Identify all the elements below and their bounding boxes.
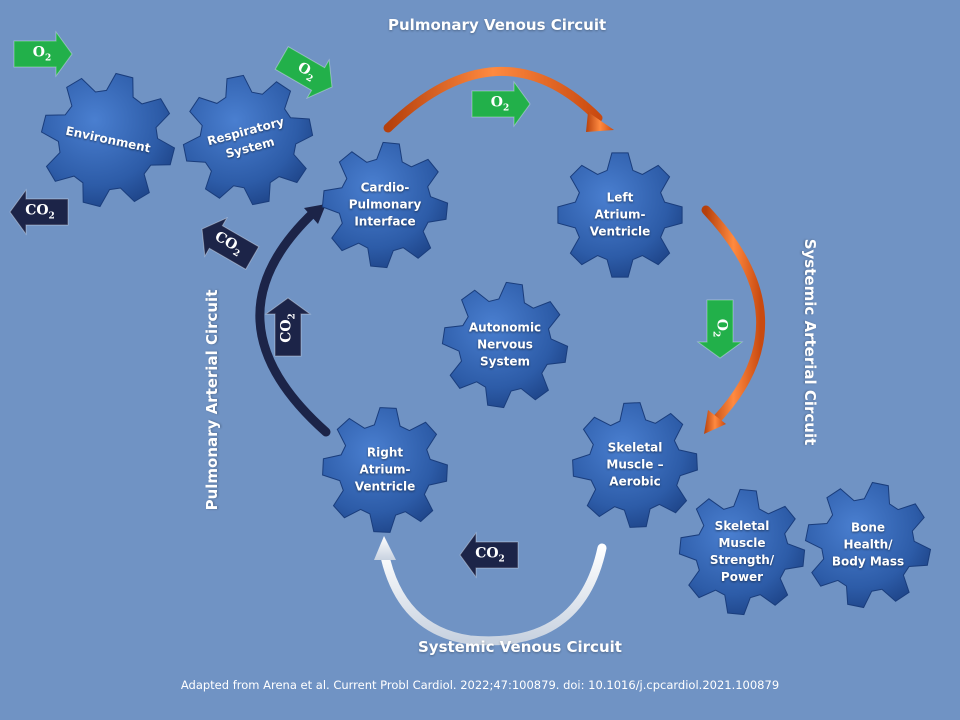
autonomic-nervous-system-gear (441, 281, 569, 409)
co2-label: CO2 (475, 545, 505, 565)
citation-footer: Adapted from Arena et al. Current Probl … (180, 678, 780, 692)
cardio-pulmonary-interface-gear (321, 141, 449, 269)
o2-label: O2 (490, 94, 510, 114)
co2-label: CO2 (25, 202, 55, 222)
o2-arrow (696, 299, 744, 359)
o2-arrow (471, 80, 531, 128)
pulmonary-arterial-circuit-label: Pulmonary Arterial Circuit (203, 289, 221, 511)
systemic-arterial-circuit-label: Systemic Arterial Circuit (801, 238, 819, 446)
systemic-venous-circuit-label: Systemic Venous Circuit (418, 638, 622, 656)
pulmonary-venous-arc-arrowhead (586, 112, 614, 132)
pulmonary-venous-arc (383, 66, 603, 133)
systemic-venous-arc-arrowhead (374, 536, 396, 560)
co2-arrow (459, 531, 519, 579)
respiratory-system-gear (182, 74, 314, 206)
pulmonary-arterial-arc-arrowhead (304, 204, 326, 224)
bone-health-gear (804, 481, 932, 609)
right-atrium-ventricle-gear (322, 407, 448, 533)
cardio-pulmonary-interface-label: Cardio- Pulmonary Interface (348, 180, 422, 229)
left-atrium-ventricle-label: Left Atrium- Ventricle (589, 190, 651, 239)
co2-arrow (9, 188, 69, 236)
systemic-arterial-arc-arrowhead (704, 410, 726, 434)
bone-health-label: Bone Health/ Body Mass (831, 520, 905, 569)
skeletal-muscle-strength-gear (678, 488, 806, 616)
left-atrium-ventricle-gear (557, 152, 683, 278)
o2-label: O2 (710, 318, 730, 338)
co2-arrow (264, 297, 312, 357)
co2-label: CO2 (278, 313, 298, 343)
o2-arrow (13, 30, 73, 78)
skeletal-muscle-aerobic-label: Skeletal Muscle – Aerobic (606, 440, 664, 489)
o2-arrow (274, 46, 333, 100)
right-atrium-ventricle-label: Right Atrium- Ventricle (354, 445, 416, 494)
environment-gear (40, 72, 176, 208)
systemic-arterial-arc (701, 205, 766, 425)
skeletal-muscle-aerobic-gear (572, 402, 698, 528)
o2-label: O2 (32, 44, 52, 64)
co2-arrow (201, 216, 260, 270)
skeletal-muscle-strength-label: Skeletal Muscle Strength/ Power (709, 519, 775, 584)
pulmonary-arterial-arc (255, 207, 331, 437)
autonomic-nervous-system-label: Autonomic Nervous System (468, 320, 542, 369)
pulmonary-venous-circuit-label: Pulmonary Venous Circuit (388, 16, 607, 34)
systemic-venous-arc (379, 543, 607, 646)
